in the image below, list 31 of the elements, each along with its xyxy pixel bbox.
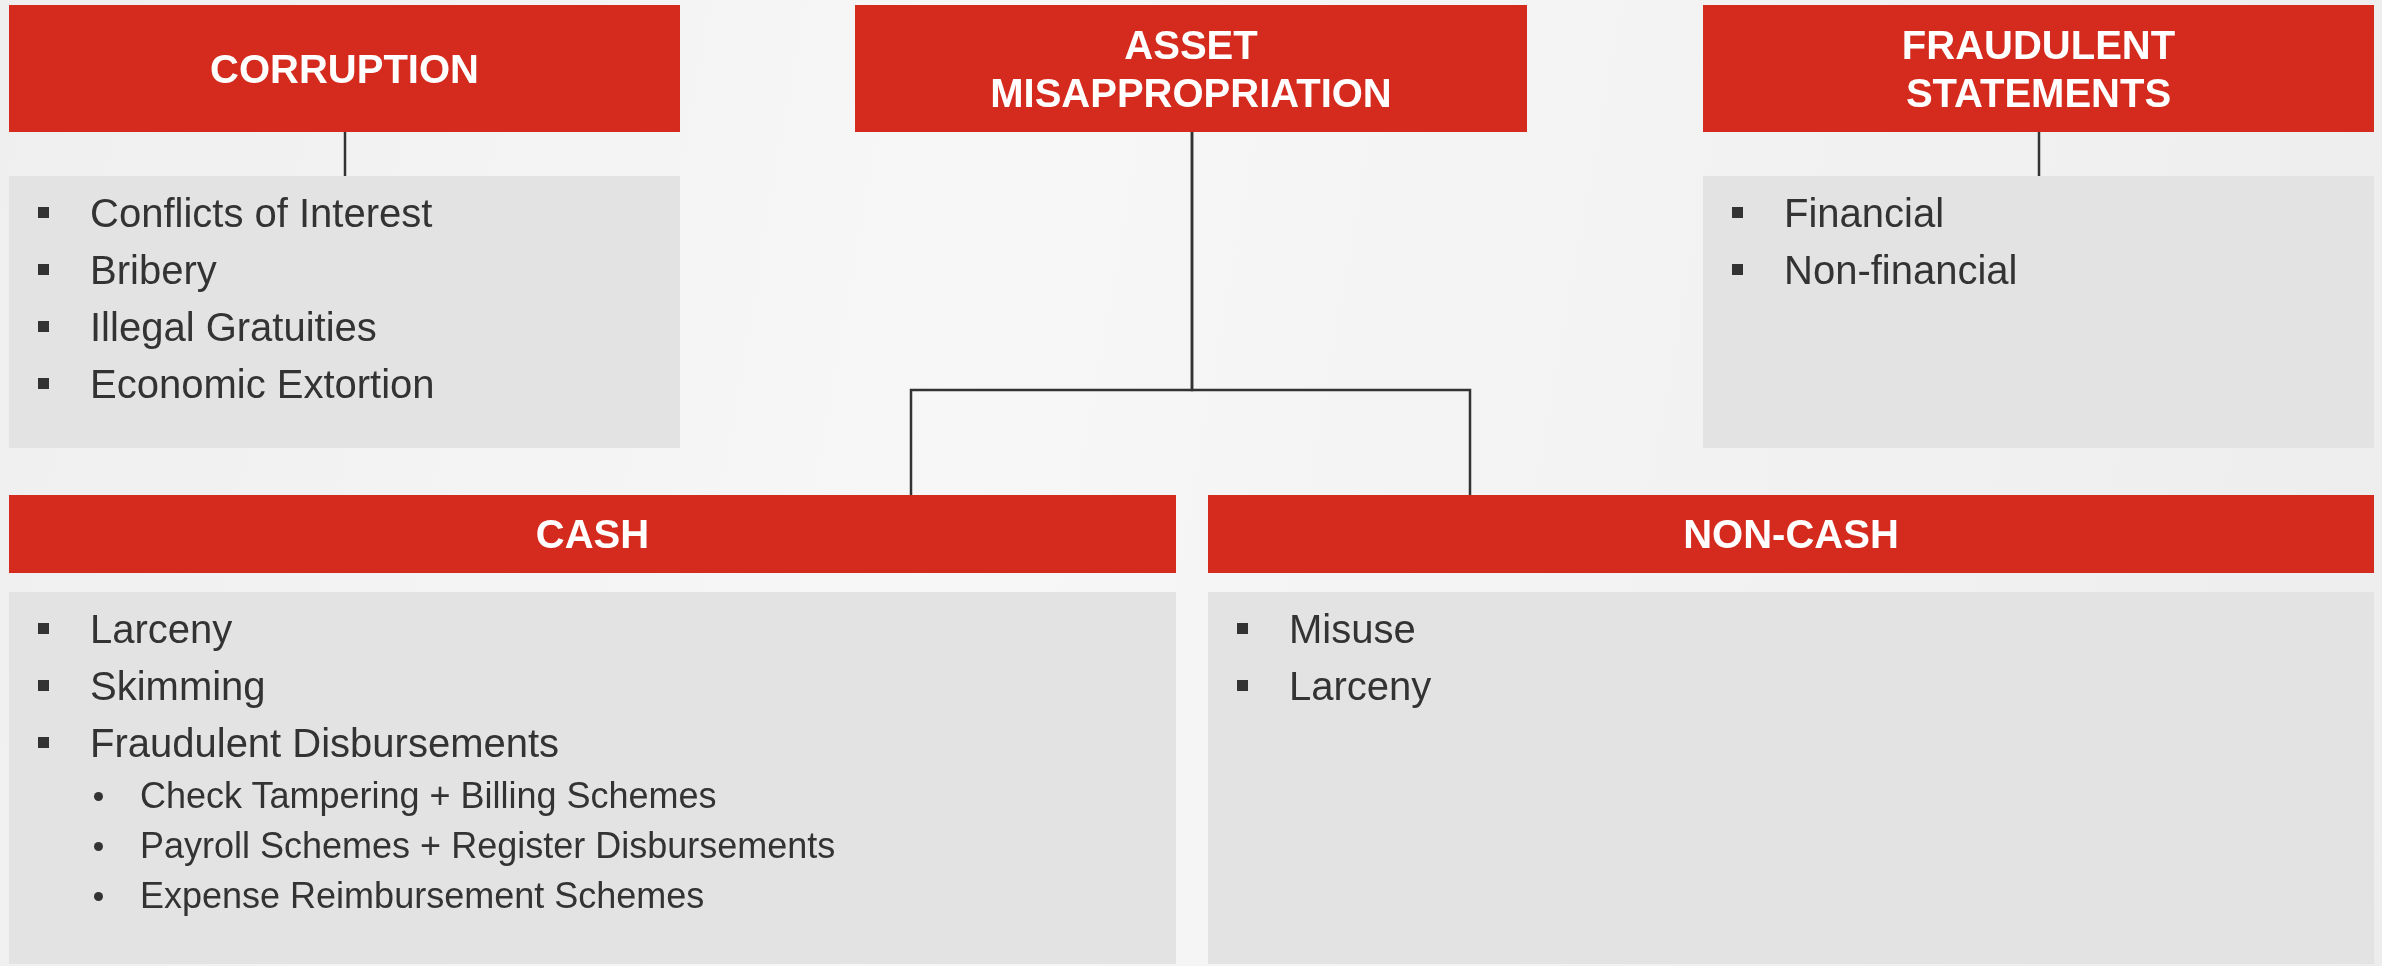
list-item: Misuse (1289, 605, 1416, 653)
connector-line (2037, 132, 2041, 176)
category-header (9, 495, 1176, 573)
list-subitem: Payroll Schemes + Register Disbursements (140, 824, 836, 868)
list-item: Larceny (1289, 662, 1432, 710)
header-title: CORRUPTION (210, 45, 479, 93)
category-header (9, 5, 680, 132)
header-title: NON-CASH (1683, 511, 1899, 558)
header-title: FRAUDULENT STATEMENTS (1900, 21, 2177, 117)
list-item: Financial (1784, 189, 1945, 237)
list-item: Economic Extortion (90, 360, 435, 408)
list-panel (9, 592, 1176, 964)
category-header (1703, 5, 2374, 132)
list-panel (1208, 592, 2374, 964)
list-subitem: Check Tampering + Billing Schemes (140, 774, 717, 818)
header-title: ASSET MISAPPROPRIATION (990, 21, 1392, 117)
connector-line (1190, 132, 1472, 495)
category-header (1208, 495, 2374, 573)
list-item: Bribery (90, 246, 217, 294)
list-panel (9, 176, 680, 448)
list-item: Fraudulent Disbursements (90, 719, 560, 767)
category-header (855, 5, 1527, 132)
list-panel (1703, 176, 2374, 448)
list-item: Larceny (90, 605, 233, 653)
connector-line (343, 132, 347, 176)
header-title: CASH (535, 511, 650, 558)
list-subitem: Expense Reimbursement Schemes (140, 874, 705, 918)
list-item: Skimming (90, 662, 266, 710)
list-item: Non-financial (1784, 246, 2018, 294)
list-item: Illegal Gratuities (90, 303, 377, 351)
list-item: Conflicts of Interest (90, 189, 433, 237)
